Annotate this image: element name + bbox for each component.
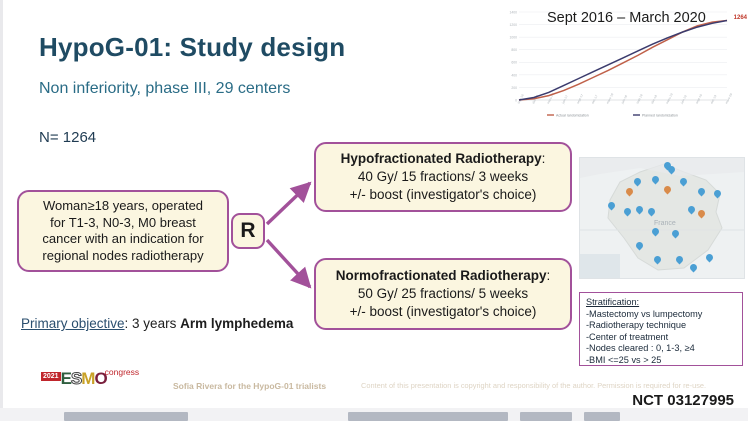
copyright-notice: Content of this presentation is copyrigh…	[361, 381, 707, 390]
chart-end-label: 1264	[733, 15, 747, 21]
accrual-chart-plot: 0 200 400 600 800 1000 1200 1400 sept-16 dec-16 ma…	[509, 10, 733, 117]
svg-text:sept-18: sept-18	[635, 93, 644, 104]
svg-text:1000: 1000	[509, 36, 517, 40]
randomization-node: R	[231, 213, 265, 249]
svg-text:dec-18: dec-18	[650, 94, 658, 104]
svg-text:juin-19: juin-19	[679, 94, 687, 105]
treatment-arm-normofractionated: Normofractionated Radiotherapy: 50 Gy/ 2…	[314, 258, 572, 330]
svg-text:1400: 1400	[509, 10, 517, 14]
svg-text:sept-19: sept-19	[695, 93, 704, 104]
svg-text:mars-20: mars-20	[724, 92, 733, 104]
svg-text:mars-19: mars-19	[665, 92, 674, 104]
stratification-item: -Radiotherapy technique	[586, 320, 687, 331]
eligibility-line: cancer with an indication for	[42, 231, 204, 246]
primary-endpoint: Arm lymphedema	[180, 316, 294, 331]
arm-heading: Hypofractionated Radiotherapy:	[340, 151, 546, 166]
eligibility-line: regional nodes radiotherapy	[42, 247, 204, 263]
slide-canvas: HypoG-01: Study design Non inferiority, …	[0, 0, 748, 409]
stratification-item: -Nodes cleared : 0, 1-3, ≥4	[586, 343, 695, 354]
esmo-congress-logo: 2021 ESMO congress	[41, 367, 139, 389]
arm-dose: 40 Gy/ 15 fractions/ 3 weeks	[357, 169, 529, 184]
svg-text:200: 200	[511, 86, 517, 90]
sample-size-label: N= 1264	[39, 129, 97, 146]
primary-objective: Primary objective: 3 years Arm lymphedem…	[21, 316, 294, 331]
stratification-item: -Mastectomy vs lumpectomy	[586, 308, 703, 319]
svg-text:dec-16: dec-16	[531, 94, 539, 104]
svg-text:mars-17: mars-17	[546, 92, 555, 104]
stratification-heading: Stratification:	[586, 297, 640, 307]
page-title: HypoG-01: Study design	[39, 32, 346, 62]
randomization-label: R	[240, 219, 256, 242]
svg-text:dec-19: dec-19	[709, 94, 717, 104]
arm-boost: +/- boost (investigator's choice)	[349, 304, 537, 319]
eligibility-criteria-box: Woman≥18 years, operated for T1-3, N0-3,…	[17, 190, 229, 272]
svg-text:400: 400	[511, 73, 517, 77]
presenter-credit: Sofia Rivera for the HypoG-01 trialists	[173, 381, 327, 391]
logo-suffix: congress	[104, 367, 140, 377]
primary-objective-label: Primary objective	[21, 316, 125, 331]
stratification-item: -BMI <=25 vs > 25	[586, 354, 662, 365]
stratification-box: Stratification: -Mastectomy vs lumpectom…	[579, 292, 743, 366]
bar-segment	[520, 412, 572, 421]
accrual-chart: 0 200 400 600 800 1000 1200 1400 sept-16 dec-16 ma…	[503, 2, 748, 120]
bar-segment	[584, 412, 620, 421]
svg-text:mars-18: mars-18	[605, 92, 614, 104]
eligibility-line: for T1-3, N0-3, M0 breast	[50, 214, 196, 230]
map-landmass	[580, 158, 744, 278]
svg-text:Actual randomization: Actual randomization	[556, 113, 589, 117]
svg-text:Planned randomization: Planned randomization	[642, 113, 678, 117]
player-background-bar	[0, 408, 748, 421]
arm-heading: Normofractionated Radiotherapy:	[335, 268, 551, 283]
trial-registration-id: NCT 03127995	[632, 392, 734, 409]
arm-boost: +/- boost (investigator's choice)	[349, 187, 537, 202]
svg-text:juin-17: juin-17	[560, 94, 568, 105]
svg-text:sept-16: sept-16	[516, 93, 525, 104]
svg-text:0: 0	[515, 98, 517, 102]
study-centers-map: France	[579, 157, 745, 279]
logo-year: 2021	[41, 372, 61, 381]
eligibility-line: Woman≥18 years, operated	[42, 198, 204, 213]
svg-text:dec-17: dec-17	[591, 94, 599, 104]
svg-text:juin-18: juin-18	[620, 94, 628, 105]
slide-subtitle: Non inferiority, phase III, 29 centers	[39, 80, 291, 97]
svg-text:sept-17: sept-17	[576, 93, 585, 104]
logo-brand: ESMO	[60, 369, 108, 389]
svg-text:800: 800	[511, 48, 517, 52]
map-country-label: France	[654, 220, 676, 227]
svg-text:600: 600	[511, 61, 517, 65]
treatment-arm-hypofractionated: Hypofractionated Radiotherapy: 40 Gy/ 15…	[314, 142, 572, 212]
svg-text:1200: 1200	[509, 23, 517, 27]
bar-segment	[348, 412, 508, 421]
stratification-item: -Center of treatment	[586, 331, 669, 342]
bar-segment	[64, 412, 188, 421]
chart-title: Sept 2016 – March 2020	[547, 10, 706, 26]
arm-dose: 50 Gy/ 25 fractions/ 5 weeks	[357, 286, 529, 301]
